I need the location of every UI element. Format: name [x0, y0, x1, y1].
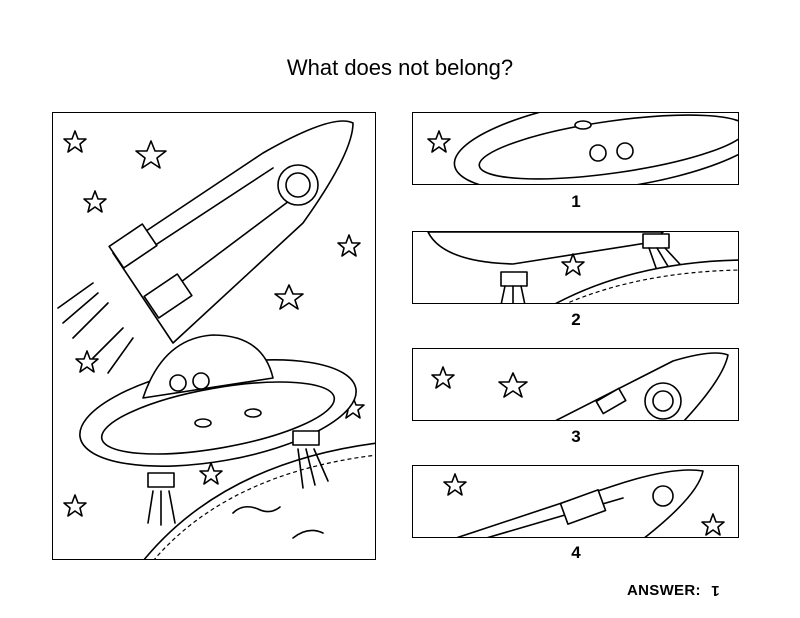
strip-number-3: 3	[571, 427, 581, 446]
star-icon	[427, 130, 451, 153]
rocket-icon	[57, 120, 354, 374]
star-icon	[63, 130, 365, 517]
star-icon	[443, 473, 467, 496]
puzzle-strip-3[interactable]	[412, 348, 739, 421]
rocket-fragment-icon	[555, 352, 729, 420]
puzzle-strip-2[interactable]	[412, 231, 739, 304]
puzzle-strip-1[interactable]	[412, 112, 739, 185]
star-icon	[498, 372, 528, 398]
answer-value: 1	[711, 582, 720, 599]
ufo-icon	[79, 334, 357, 526]
planet-fragment-icon	[555, 259, 738, 303]
strip-number-4: 4	[571, 543, 581, 562]
star-icon	[701, 513, 725, 536]
rocket-fragment-icon	[456, 469, 704, 537]
main-picture-panel[interactable]	[52, 112, 376, 560]
answer-label: ANSWER:	[627, 582, 701, 599]
strip-number-1: 1	[571, 192, 581, 211]
star-icon	[431, 366, 455, 389]
answer-line: ANSWER: 1	[627, 582, 720, 599]
ufo-fragment-icon	[427, 232, 690, 303]
ufo-fragment-icon	[453, 113, 738, 184]
star-icon	[561, 253, 585, 276]
puzzle-strip-4[interactable]	[412, 465, 739, 538]
strip-number-2: 2	[571, 310, 581, 329]
puzzle-title: What does not belong?	[286, 55, 514, 80]
